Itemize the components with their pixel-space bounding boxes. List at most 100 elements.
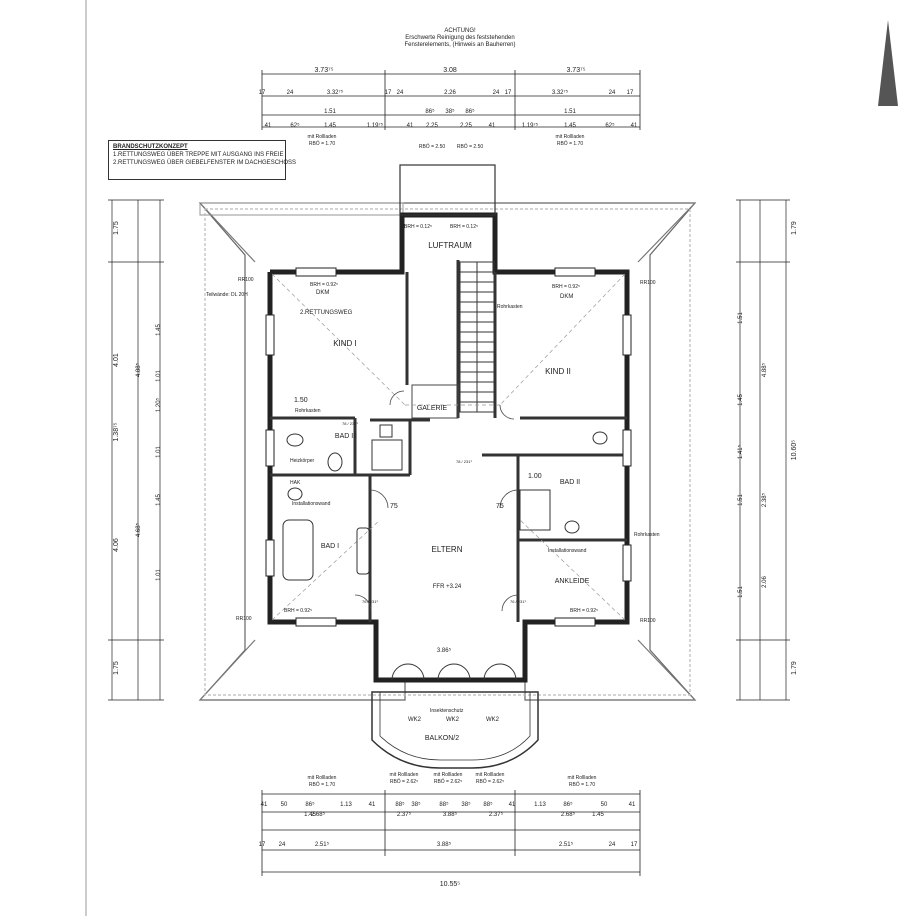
dim-bot-roll-0: mit Rollladen xyxy=(308,775,337,781)
dim-bot-roll-2: mit Rollladen xyxy=(390,772,419,778)
rr-top-right: RR100 xyxy=(640,280,656,286)
warning-line2: Fensterelements, (Hinweis an Bauherren) xyxy=(404,42,516,48)
room-label-balkon: BALKON/2 xyxy=(425,735,459,742)
dim-top-roll-4: mit Rollladen xyxy=(556,134,585,140)
dim-150: 1.50 xyxy=(294,397,308,404)
staircase xyxy=(459,261,495,413)
dim-top2-3: 17 xyxy=(385,90,392,96)
dim-top2-7: 17 xyxy=(505,90,512,96)
interior-doors xyxy=(354,390,519,612)
dim-top4-10: 62⁵ xyxy=(605,122,615,129)
dim-bot3-6: 17 xyxy=(631,842,638,848)
dim-top4-6: 2.25 xyxy=(460,123,472,129)
room-label-bad3: BAD III xyxy=(335,433,357,440)
dim-top2-8: 3.32⁷⁵ xyxy=(552,89,569,96)
dim-right3-1: 1.45 xyxy=(738,394,744,406)
dim-bot2-0: 1.45 xyxy=(304,812,316,818)
dim-left3-1: 1.01 xyxy=(156,370,162,382)
room-label-bad2: BAD II xyxy=(560,479,580,486)
dim-right1-1: 10.60⁵ xyxy=(791,440,798,461)
dim-top4-5: 2.25 xyxy=(426,123,438,129)
north-arrow-icon xyxy=(878,20,898,106)
dim-bot1-14: 41 xyxy=(629,802,636,808)
dim-top2-9: 24 xyxy=(609,90,616,96)
wk2-left: WK2 xyxy=(408,717,422,723)
dim-top3-2: 38⁵ xyxy=(445,108,455,115)
dim-bot3-5: 24 xyxy=(609,842,616,848)
room-label-kind2: KIND II xyxy=(545,367,571,376)
warning-note: ACHTUNG! Erschwerte Reinigung des festst… xyxy=(380,28,540,49)
brh-top-right: BRH = 0.12⁵ xyxy=(450,224,478,230)
dim-bot3-3: 3.88⁵ xyxy=(437,841,452,848)
dim-top2-6: 24 xyxy=(493,90,500,96)
dim-bot2-2: 2.37⁵ xyxy=(397,811,412,818)
room-label-luftraum: LUFTRAUM xyxy=(428,241,472,250)
dim-bot-roll-4: mit Rollladen xyxy=(434,772,463,778)
dim-bot4-0: 10.55⁵ xyxy=(440,881,461,888)
bathroom-fixtures xyxy=(282,424,608,581)
dim-right3-0: 1.51 xyxy=(738,312,744,324)
dim-bot3-2: 2.51⁵ xyxy=(315,841,330,848)
dimension-ticks xyxy=(108,70,790,876)
rohrkasten-east: Rohrkasten xyxy=(634,532,660,538)
dim-top4-8: 1.19⁷⁵ xyxy=(522,122,539,129)
window-markers xyxy=(265,267,632,627)
balcony-doors xyxy=(391,663,517,681)
dim-top3-3: 86⁵ xyxy=(465,108,475,115)
fire-concept-line1: 1.RETTUNGSWEG ÜBER TREPPE MIT AUSGANG IN… xyxy=(113,152,284,158)
dim-bot-roll-3: RBÖ = 2.62⁵ xyxy=(390,778,418,785)
dim-top4-2: 1.45 xyxy=(324,123,336,129)
rettungsweg-label: 2.RETTUNGSWEG xyxy=(300,310,353,316)
dim-bot-roll-5: RBÖ = 2.62⁵ xyxy=(434,778,462,785)
balcony xyxy=(371,691,539,769)
dim-top4-3: 1.19⁷⁵ xyxy=(367,122,384,129)
rohrkasten-left: Rohrkasten xyxy=(295,408,321,414)
dim-bot2-5: 2.68⁵ xyxy=(561,811,576,818)
brh-kind2: BRH = 0.92⁵ xyxy=(552,284,580,290)
dim-bot1-11: 1.13 xyxy=(534,802,546,808)
dim-bot3-0: 17 xyxy=(259,842,266,848)
dkm-left: DKM xyxy=(316,290,329,296)
dim-bot1-6: 38⁵ xyxy=(411,801,421,808)
dim-top-roll-3: RBÖ = 2.50 xyxy=(457,143,483,150)
interior-walls xyxy=(270,260,627,622)
dim-100: 1.00 xyxy=(528,473,542,480)
dim-bot-roll-1: RBÖ = 1.70 xyxy=(309,781,335,788)
teilwaende-label: Teilwände: DL 20H xyxy=(206,292,248,298)
fire-concept-line2: 2.RETTUNGSWEG ÜBER GIEBELFENSTER IM DACH… xyxy=(113,160,297,166)
room-label-galerie: GALERIE xyxy=(417,405,448,412)
installation-wall-left: Installationswand xyxy=(292,501,331,507)
dim-top2-5: 2.26 xyxy=(444,90,456,96)
dim-bot3-1: 24 xyxy=(279,842,286,848)
dim-top2-0: 17 xyxy=(259,90,266,96)
dim-bot1-3: 1.13 xyxy=(340,802,352,808)
dim-bot-roll-7: RBÖ = 2.62⁵ xyxy=(476,778,504,785)
dim-top4-11: 41 xyxy=(631,123,638,129)
dim-bot1-9: 88⁵ xyxy=(483,801,493,808)
warning-title: ACHTUNG! xyxy=(444,28,476,34)
dim-right3-2: 1.41⁵ xyxy=(737,444,744,459)
dim-top3-1: 86⁵ xyxy=(425,108,435,115)
dim-top1-2: 3.73⁷⁵ xyxy=(566,67,585,74)
dim-top-roll-2: RBÖ = 2.50 xyxy=(419,143,445,150)
dim-top4-0: 41 xyxy=(265,123,272,129)
dim-top4-1: 62⁵ xyxy=(290,122,300,129)
dim-386: 3.86⁵ xyxy=(437,647,452,654)
dim-bot1-12: 86⁵ xyxy=(563,801,573,808)
dim-bot-roll-9: RBÖ = 1.70 xyxy=(569,781,595,788)
room-label-kind1: KIND I xyxy=(333,339,357,348)
roof-slope-lines xyxy=(271,273,626,621)
dim-right2-1: 2.38⁵ xyxy=(761,492,768,507)
dim-top-roll-1: RBÖ = 1.70 xyxy=(309,140,335,147)
dim-top2-10: 17 xyxy=(627,90,634,96)
wk2-mid: WK2 xyxy=(446,717,460,723)
dim-bot1-2: 86⁵ xyxy=(305,801,315,808)
brh-kind1: BRH = 0.92⁵ xyxy=(310,282,338,288)
dim-left3-0: 1.45 xyxy=(156,324,162,336)
dim-top2-2: 3.32⁷⁵ xyxy=(327,89,344,96)
dim-top4-9: 1.45 xyxy=(564,123,576,129)
dim-top-roll-0: mit Rollladen xyxy=(308,134,337,140)
dim-left2-1: 4.68⁵ xyxy=(135,522,142,537)
dim-top3-4: 1.51 xyxy=(564,109,576,115)
